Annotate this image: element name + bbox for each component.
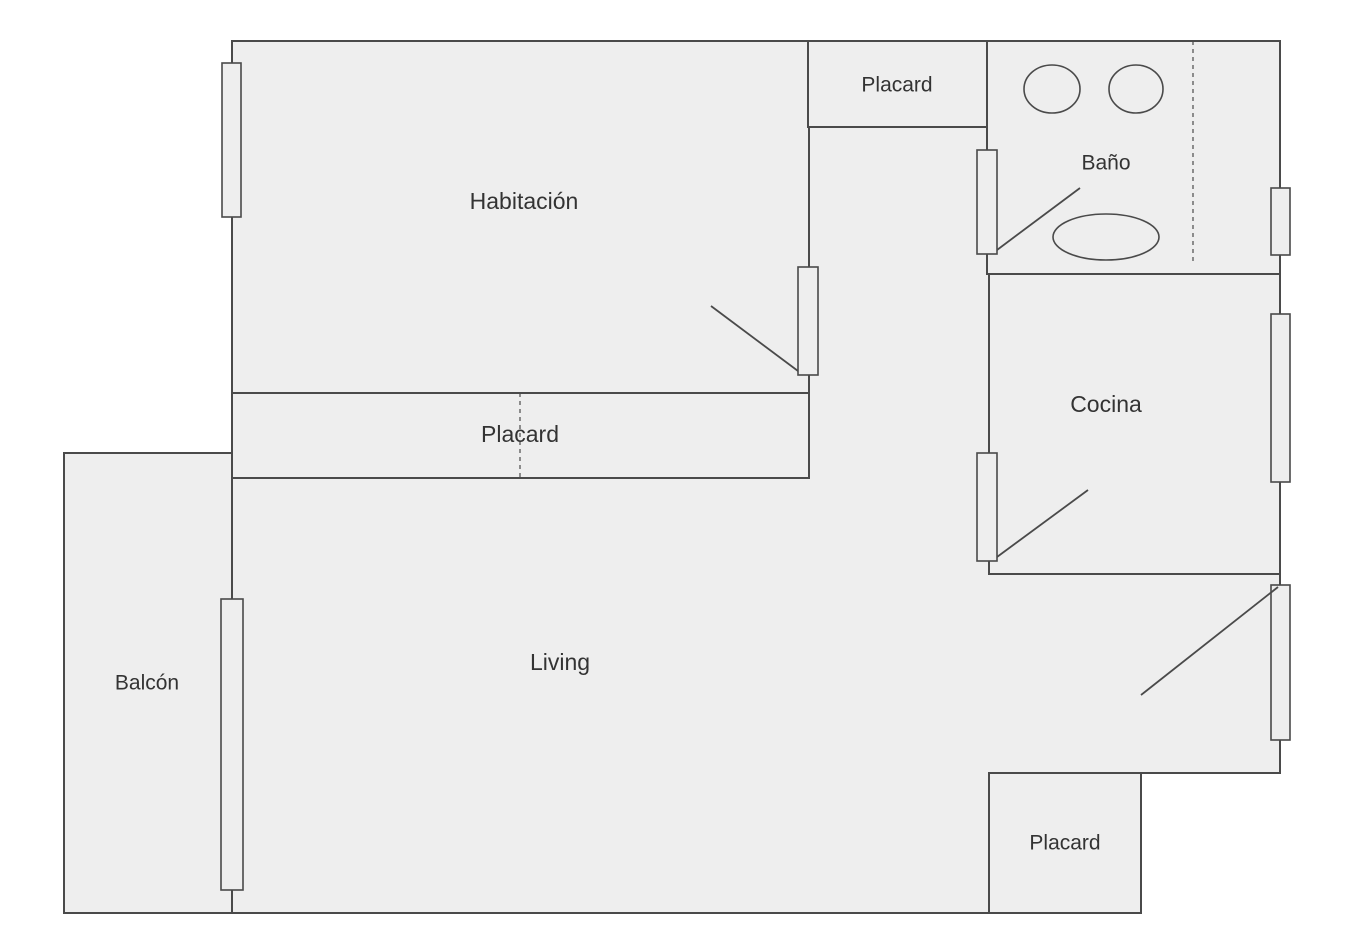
door-habitacion (797, 266, 819, 376)
room-cocina (988, 273, 1281, 575)
window-habitacion (221, 62, 242, 218)
window-cocina (1270, 313, 1291, 483)
door-entrance (1270, 584, 1291, 741)
label-placard-top: Placard (861, 74, 932, 97)
label-placard-mid: Placard (481, 421, 559, 447)
window-balcon (220, 598, 244, 891)
room-balcon (63, 452, 233, 914)
door-cocina (976, 452, 998, 562)
label-cocina: Cocina (1070, 391, 1142, 417)
label-balcon: Balcón (115, 672, 179, 695)
label-bano: Baño (1081, 152, 1130, 175)
door-swing-habitacion (710, 305, 799, 372)
room-placard-bottom (988, 772, 1142, 914)
label-habitacion: Habitación (470, 188, 579, 214)
label-placard-bottom: Placard (1029, 832, 1100, 855)
door-swing-cocina (996, 489, 1089, 558)
label-living: Living (530, 649, 590, 675)
window-bano (1270, 187, 1291, 256)
sink-icon (1023, 64, 1081, 114)
room-habitacion (231, 40, 810, 394)
toilet-icon (1108, 64, 1164, 114)
room-bano (986, 40, 1281, 275)
door-swing-entrance (1140, 586, 1279, 696)
door-bano (976, 149, 998, 255)
door-swing-bano (996, 187, 1081, 251)
bathtub-icon (1052, 213, 1160, 261)
room-placard-top (807, 40, 988, 128)
